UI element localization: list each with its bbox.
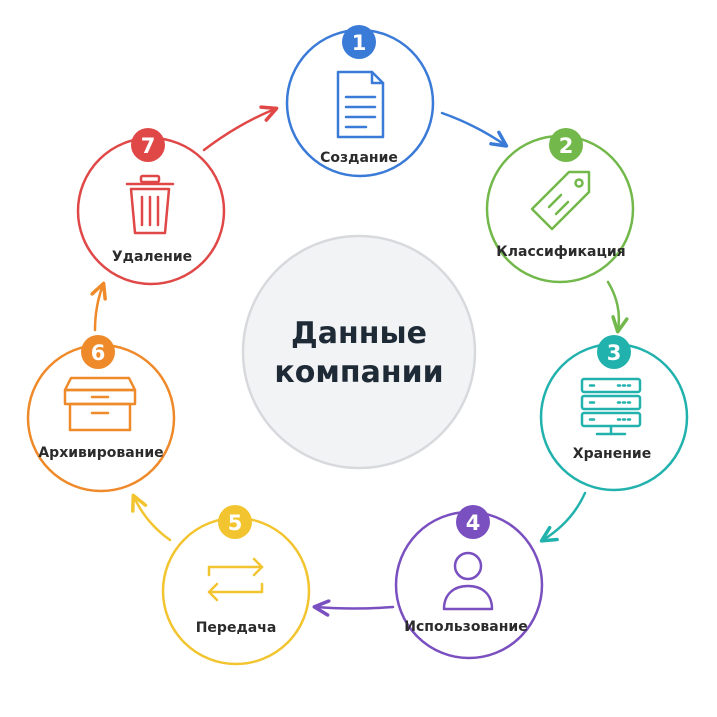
document-icon: [336, 70, 385, 139]
step-label-deletion: Удаление: [112, 249, 192, 265]
step-number-5: 5: [228, 511, 243, 535]
archive-box-icon: [63, 376, 137, 432]
arrow-archiving-to-deletion: [90, 281, 107, 332]
step-badge-7: 7: [131, 128, 165, 162]
step-number-2: 2: [559, 134, 574, 158]
step-number-1: 1: [352, 31, 367, 55]
arrow-transfer-to-archiving: [131, 493, 172, 542]
step-storage: Хранение 3: [539, 335, 689, 492]
step-badge-4: 4: [456, 505, 490, 539]
step-label-usage: Использование: [404, 619, 527, 635]
arrow-storage-to-usage: [539, 491, 587, 543]
step-archiving: Архивирование 6: [26, 335, 176, 493]
step-label-creation: Создание: [320, 150, 398, 166]
trash-icon: [125, 174, 175, 235]
center-title-line1: Данные: [291, 316, 427, 351]
transfer-arrows-icon: [207, 557, 264, 602]
step-creation: Создание 1: [285, 25, 435, 178]
step-usage: Использование 4: [394, 505, 544, 660]
step-number-3: 3: [607, 341, 622, 365]
arrow-classification-to-storage: [606, 280, 629, 334]
step-transfer: Передача 5: [161, 505, 311, 666]
step-label-storage: Хранение: [573, 446, 651, 462]
step-badge-6: 6: [81, 335, 115, 369]
step-badge-3: 3: [597, 335, 631, 369]
step-label-classification: Классификация: [496, 244, 625, 260]
step-number-4: 4: [466, 511, 481, 535]
step-badge-1: 1: [342, 25, 376, 59]
tag-icon: [530, 170, 591, 231]
user-icon: [442, 551, 494, 611]
server-icon: [580, 377, 642, 436]
center-node: Данные компании: [241, 234, 477, 470]
arrow-deletion-to-creation: [202, 105, 279, 152]
step-number-7: 7: [141, 134, 156, 158]
arrow-usage-to-transfer: [312, 599, 395, 617]
step-badge-2: 2: [549, 128, 583, 162]
step-label-transfer: Передача: [196, 620, 277, 636]
step-badge-5: 5: [218, 505, 252, 539]
step-number-6: 6: [91, 341, 106, 365]
center-title-line2: компании: [274, 355, 443, 390]
step-label-archiving: Архивирование: [38, 445, 163, 461]
arrow-creation-to-classification: [440, 111, 509, 148]
step-deletion: Удаление 7: [76, 128, 226, 286]
step-classification: Классификация 2: [485, 128, 635, 284]
